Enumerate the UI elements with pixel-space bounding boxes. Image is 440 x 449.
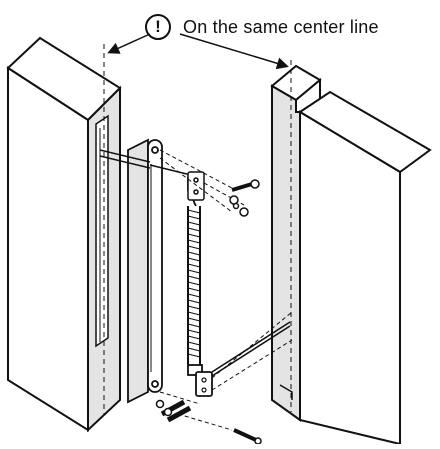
callout-arrows [107, 33, 289, 70]
center-line-callout: ! On the same center line [145, 11, 379, 43]
cable-clamp-icon [187, 171, 205, 201]
exclamation-circle-icon: ! [145, 14, 171, 40]
wall-anchor-icon [155, 399, 262, 445]
armored-cable-loop-icon [187, 175, 213, 397]
callout-label: On the same center line [183, 16, 379, 37]
mounting-plate-icon [127, 138, 163, 404]
center-line-marks [103, 44, 292, 414]
cable-to-right-frame [211, 321, 291, 377]
screw-icon [229, 179, 260, 217]
warning-symbol: ! [155, 17, 161, 36]
left-door-frame-icon [6, 36, 122, 433]
right-door-frame-icon [270, 64, 432, 446]
